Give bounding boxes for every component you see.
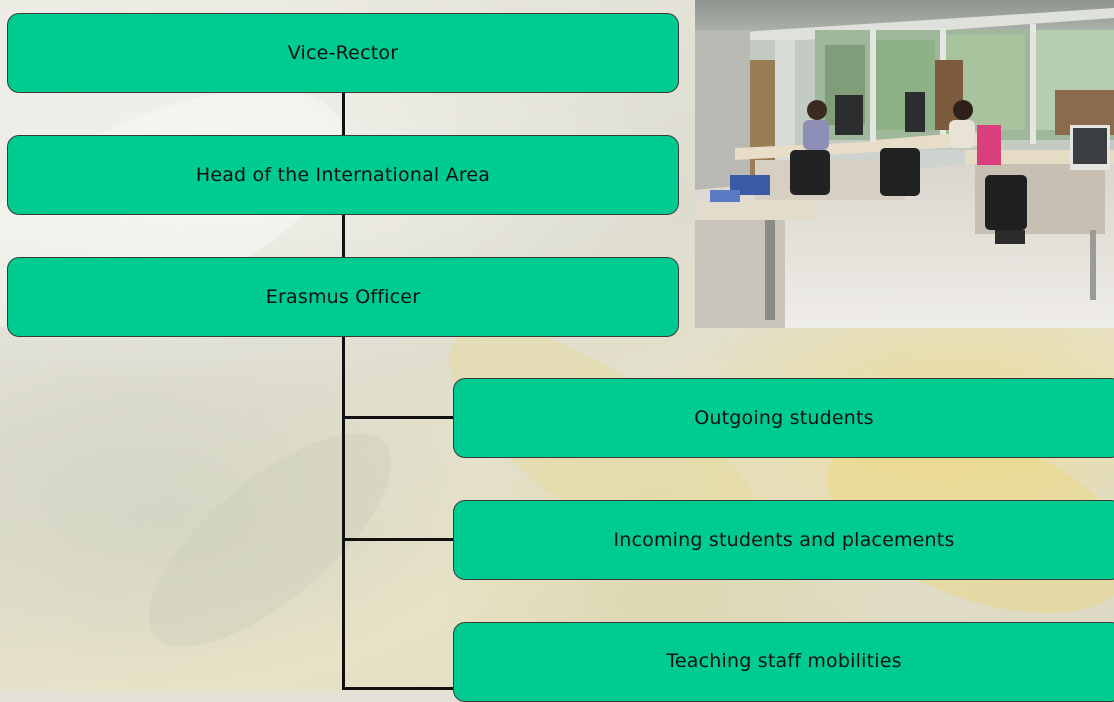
node-erasmus-officer: Erasmus Officer <box>7 257 679 337</box>
connector-officer-trunk <box>342 336 345 690</box>
node-outgoing-students: Outgoing students <box>453 378 1114 458</box>
connector-branch-incoming <box>342 538 456 541</box>
office-photo <box>695 0 1114 328</box>
node-teaching-staff: Teaching staff mobilities <box>453 622 1114 702</box>
node-outgoing-students-label: Outgoing students <box>694 407 874 429</box>
node-erasmus-officer-label: Erasmus Officer <box>265 286 421 308</box>
node-vice-rector: Vice-Rector <box>7 13 679 93</box>
node-incoming-students-label: Incoming students and placements <box>613 529 955 551</box>
node-teaching-staff-label: Teaching staff mobilities <box>666 650 902 672</box>
connector-vice-to-head <box>342 92 345 136</box>
office-photo-image <box>695 0 1114 328</box>
node-head-international-label: Head of the International Area <box>195 164 491 186</box>
connector-head-to-officer <box>342 214 345 258</box>
node-incoming-students: Incoming students and placements <box>453 500 1114 580</box>
node-vice-rector-label: Vice-Rector <box>287 42 399 64</box>
connector-branch-outgoing <box>342 416 456 419</box>
node-head-international: Head of the International Area <box>7 135 679 215</box>
connector-branch-teaching <box>342 687 456 690</box>
